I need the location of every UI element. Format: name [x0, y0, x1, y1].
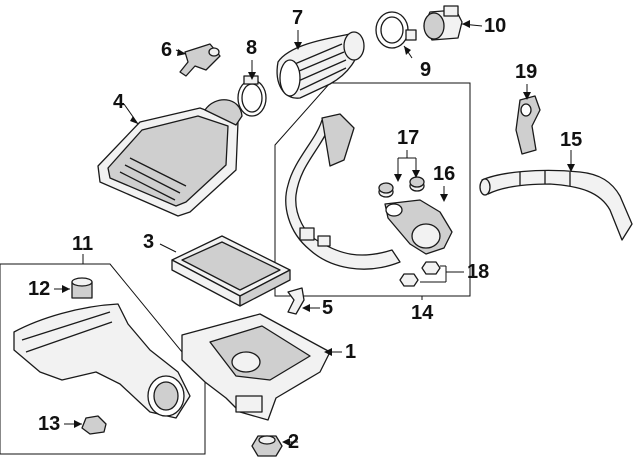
part-9-clamp: [375, 11, 417, 49]
callout-10: 10: [484, 15, 507, 37]
callout-14: 14: [411, 302, 434, 324]
part-10-mass-airflow-sensor: [423, 5, 463, 41]
part-15-hose: [479, 169, 633, 241]
callout-17: 17: [397, 127, 420, 149]
part-18-nuts: [399, 261, 441, 287]
callout-15: 15: [560, 129, 583, 151]
part-7-intake-duct: [276, 31, 365, 99]
callout-12: 12: [28, 278, 51, 300]
part-13-nut: [81, 415, 107, 435]
part-8-clamp: [237, 75, 267, 117]
part-1-air-cleaner-housing: [181, 313, 331, 421]
callout-13: 13: [38, 413, 61, 435]
callout-9: 9: [420, 59, 432, 81]
part-12-grommet: [71, 277, 93, 299]
part-11-resonator: [13, 303, 191, 419]
callout-18: 18: [467, 261, 490, 283]
group-box-11: [0, 263, 206, 455]
part-14-tube-assembly: [285, 113, 401, 270]
callout-3: 3: [143, 231, 155, 253]
part-16-pcv-valve: [384, 199, 453, 255]
part-5-bracket: [287, 287, 305, 315]
callout-2: 2: [288, 431, 300, 453]
callout-4: 4: [113, 91, 125, 113]
part-17-grommets: [378, 176, 425, 198]
callout-1: 1: [345, 341, 357, 363]
callout-8: 8: [246, 37, 258, 59]
callout-7: 7: [292, 7, 304, 29]
part-4-air-cleaner-cover: [97, 99, 243, 217]
callout-5: 5: [322, 297, 334, 319]
leader-lines: [54, 20, 575, 446]
part-3-air-filter: [171, 235, 291, 307]
callout-6: 6: [161, 39, 173, 61]
part-6-sensor: [179, 43, 221, 77]
part-2-grommet: [251, 435, 283, 457]
callout-19: 19: [515, 61, 538, 83]
part-19-valve: [515, 95, 541, 155]
callout-11: 11: [72, 233, 94, 255]
callout-16: 16: [433, 163, 456, 185]
